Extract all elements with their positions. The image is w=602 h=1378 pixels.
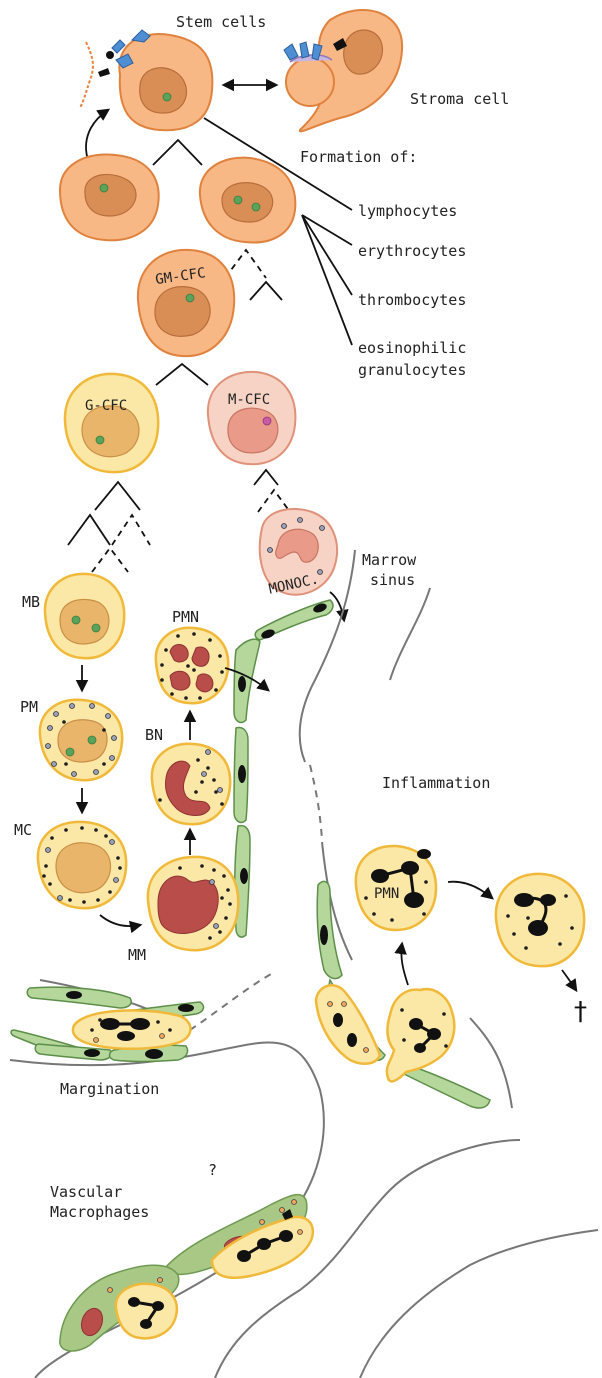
stem-cell-right xyxy=(200,158,295,243)
mm-cell xyxy=(148,857,238,950)
question-mark: ? xyxy=(208,1161,217,1179)
marrow-sinus-label-2: sinus xyxy=(370,571,415,589)
stem-cell-top xyxy=(119,34,212,130)
erythrocytes-label: erythrocytes xyxy=(358,242,466,260)
gm-split xyxy=(156,364,208,385)
emigration-arrow xyxy=(401,944,408,985)
pm-label: PM xyxy=(20,698,38,716)
branch-dashed xyxy=(225,250,266,278)
apoptotic-neutrophil xyxy=(496,874,584,966)
pmn-upper-label: PMN xyxy=(172,608,199,626)
pm-cell xyxy=(40,700,122,780)
marrow-sinus-label-1: Marrow xyxy=(362,551,417,569)
line-to-thrombocytes xyxy=(302,215,352,295)
pmn-inflammation-cell: PMN xyxy=(356,846,436,930)
lower-vessel-dashed xyxy=(190,972,275,1030)
branch-solid xyxy=(250,282,282,300)
mb-label: MB xyxy=(22,593,40,611)
vascular-neutrophil-lower xyxy=(116,1284,177,1339)
stroma-cell xyxy=(284,10,402,131)
eosinophilic-label-2: granulocytes xyxy=(358,361,466,379)
eosinophilic-label-1: eosinophilic xyxy=(358,339,466,357)
pmn-cell-upper xyxy=(156,628,228,703)
formation-of-label: Formation of: xyxy=(300,148,417,166)
transmigrating-neutrophil xyxy=(316,985,380,1063)
death-symbol: † xyxy=(574,997,587,1027)
bn-label: BN xyxy=(145,726,163,744)
mc-cell xyxy=(38,822,126,908)
bn-cell xyxy=(152,744,230,824)
sinus-wall-far-right xyxy=(390,588,430,680)
m-cfc-cell: M-CFC xyxy=(208,372,296,464)
vascular-label-2: Macrophages xyxy=(50,1203,149,1221)
inflammation-label: Inflammation xyxy=(382,774,490,792)
margination-label: Margination xyxy=(60,1080,159,1098)
g-branch-1 xyxy=(95,482,140,510)
vascular-label-1: Vascular xyxy=(50,1183,122,1201)
marginated-neutrophil xyxy=(73,1010,191,1048)
g-cfc-label: G-CFC xyxy=(85,398,127,414)
death-arrow xyxy=(562,970,576,990)
m-branch-1 xyxy=(254,470,278,485)
ligand-chain xyxy=(80,42,93,108)
gm-cfc-cell: GM-CFC xyxy=(138,250,234,356)
stem-cells-label: Stem cells xyxy=(176,13,266,31)
mc-label: MC xyxy=(14,821,32,839)
lymphocytes-label: lymphocytes xyxy=(358,202,457,220)
pmn-inflammation-label: PMN xyxy=(374,886,399,902)
emigrating-neutrophil xyxy=(387,989,454,1081)
g-branch-4 xyxy=(92,548,128,572)
stroma-cell-label: Stroma cell xyxy=(410,90,509,108)
line-to-eosinophilic xyxy=(302,215,352,345)
g-branch-3 xyxy=(112,515,150,545)
g-cfc-cell: G-CFC xyxy=(65,374,158,472)
stem-cell-left xyxy=(60,155,159,241)
line-to-erythrocytes xyxy=(302,215,352,245)
sinus-wall-right-dashed xyxy=(310,765,322,840)
m-cfc-label: M-CFC xyxy=(228,392,270,408)
g-branch-2 xyxy=(68,515,110,545)
mm-label: MM xyxy=(128,946,146,964)
pmn-to-apoptotic-arrow xyxy=(448,882,492,898)
mb-cell xyxy=(45,574,124,658)
mc-to-mm-arrow xyxy=(100,915,140,926)
monocyte-cell: MONOC. xyxy=(260,509,337,598)
split-stem xyxy=(153,140,202,165)
lower-vessel-right-2 xyxy=(360,1230,598,1378)
self-renewal-arrow xyxy=(86,110,108,160)
thrombocytes-label: thrombocytes xyxy=(358,291,466,309)
